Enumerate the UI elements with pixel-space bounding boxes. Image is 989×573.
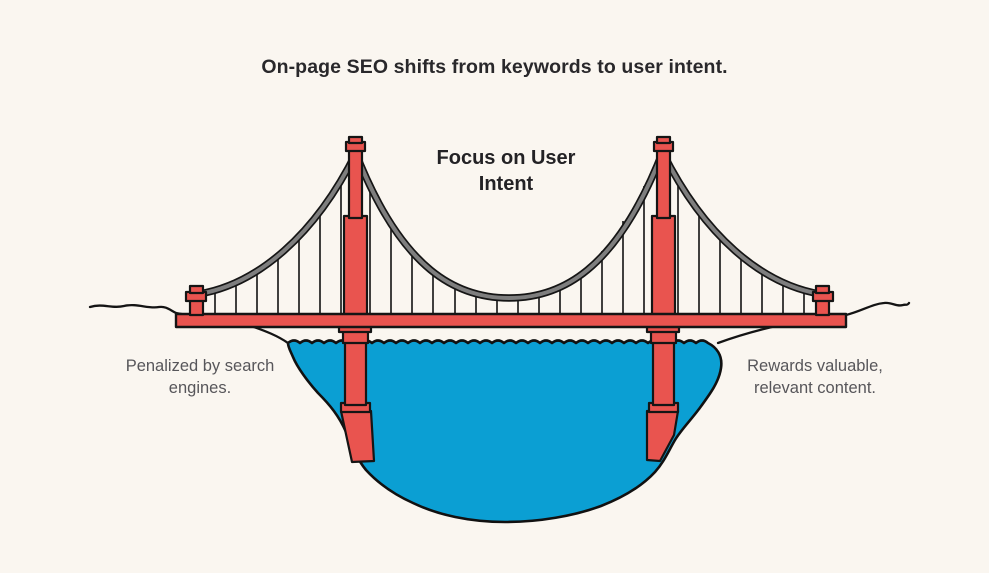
left-caption-line1: Penalized by search [125, 357, 275, 375]
bridge-deck [174, 312, 848, 329]
left-ground-line [88, 304, 178, 315]
right-ground-line [844, 301, 911, 317]
right-caption-line2: relevant content. [754, 378, 876, 397]
left-tower-finial [347, 135, 364, 145]
center-label-line2: Intent [478, 173, 534, 196]
right-tower [645, 135, 681, 463]
water-basin [286, 339, 723, 524]
suspension-cables [195, 147, 824, 302]
left-tower-base [339, 409, 376, 464]
right-tower-upper-column [655, 148, 672, 220]
center-label-line1: Focus on User [436, 147, 576, 169]
right-caption: Rewards valuable, relevant content. [708, 356, 922, 400]
left-anchor-post [184, 284, 208, 317]
water-shape [286, 339, 723, 524]
right-tower-lower-column [651, 340, 676, 407]
left-caption-line2: engines. [168, 378, 232, 397]
bridge-center-label: Focus on User Intent [396, 145, 616, 198]
left-tower-wide-column [342, 214, 369, 317]
left-caption: Penalized by search engines. [93, 356, 307, 400]
right-tower-wide-column [650, 214, 677, 317]
right-tower-base [645, 409, 680, 463]
left-tower [337, 135, 376, 464]
left-tower-lower-column [343, 340, 368, 407]
right-caption-line1: Rewards valuable, [747, 357, 883, 375]
right-tower-finial [655, 135, 672, 145]
cable-hangers [214, 178, 805, 315]
right-anchor-post [811, 284, 835, 317]
left-tower-upper-column [347, 148, 364, 220]
page-title: On-page SEO shifts from keywords to user… [261, 56, 728, 78]
